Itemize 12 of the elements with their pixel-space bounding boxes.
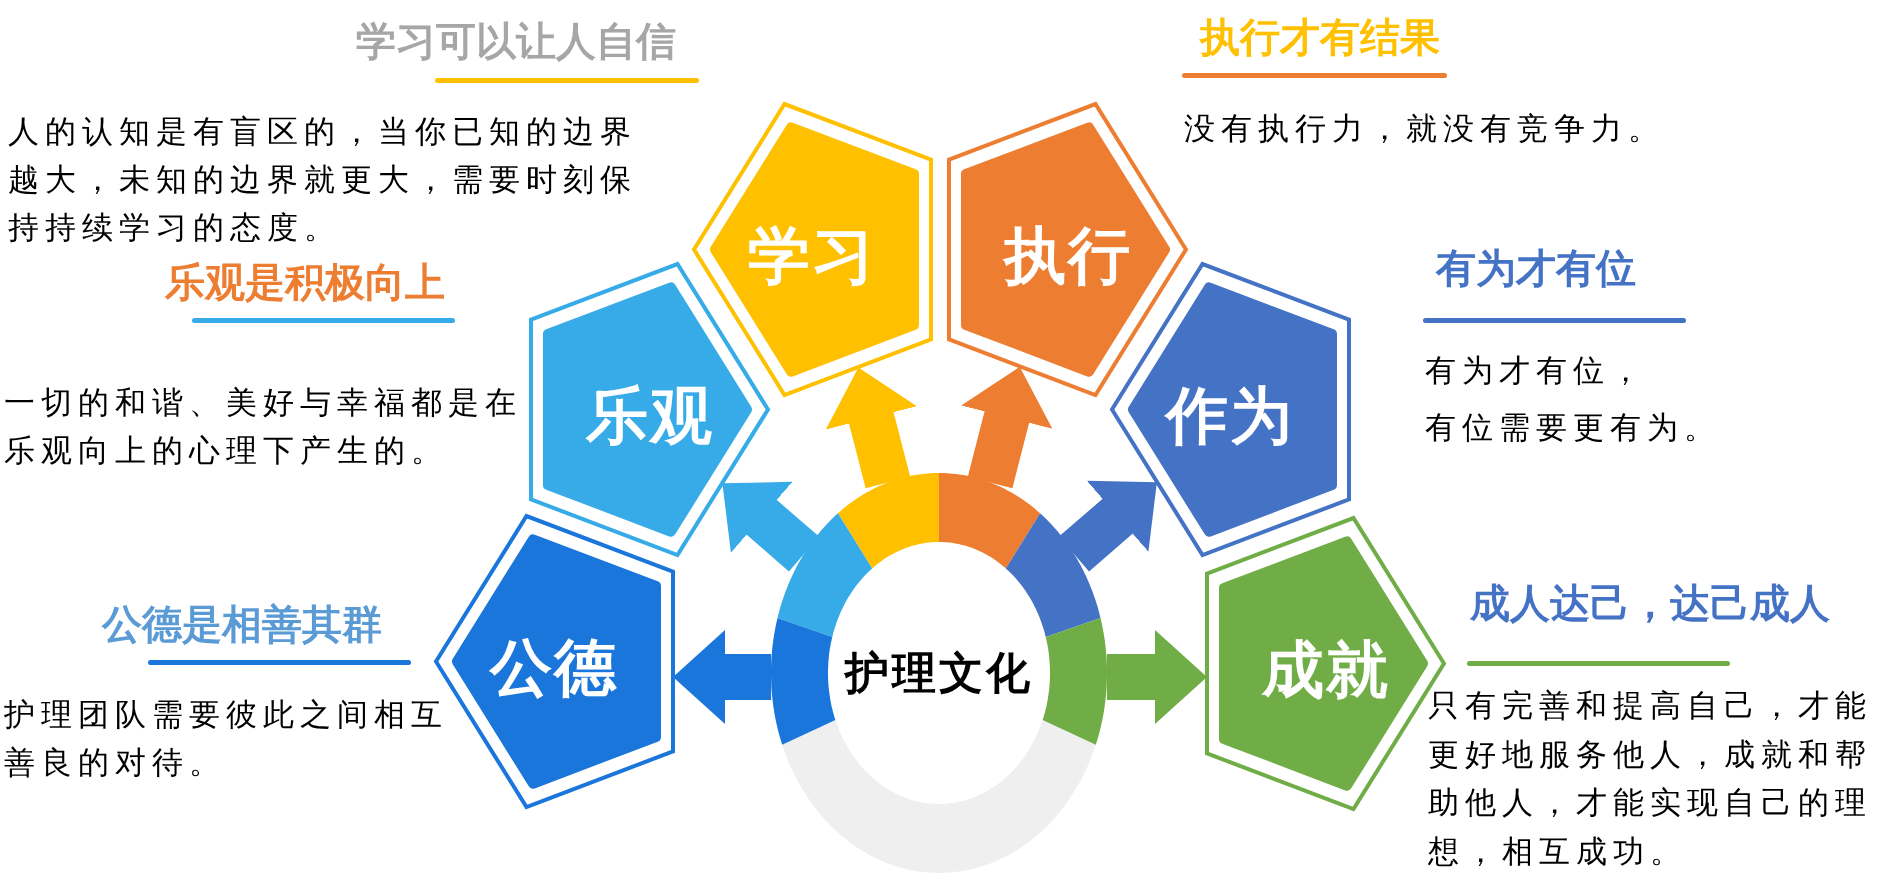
description: 一切的和谐、美好与幸福都是在乐观向上的心理下产生的。 <box>4 383 523 470</box>
heading: 乐观是积极向上 <box>165 260 445 304</box>
heading: 成人达己，达己成人 <box>1470 581 1830 625</box>
heading: 执行才有结果 <box>1200 15 1440 59</box>
description: 有为才有位，有位需要更有为。 <box>1425 351 1722 447</box>
center-ring: 护理文化 <box>771 473 1107 873</box>
heading: 公德是相善其群 <box>102 602 382 646</box>
heading: 有为才有位 <box>1436 246 1636 290</box>
description: 人的认知是有盲区的，当你已知的边界越大，未知的边界就更大，需要时刻保持持续学习的态度。 <box>8 112 638 247</box>
heading: 学习可以让人自信 <box>356 19 676 63</box>
arrow <box>1106 630 1207 724</box>
arrow <box>673 630 772 724</box>
